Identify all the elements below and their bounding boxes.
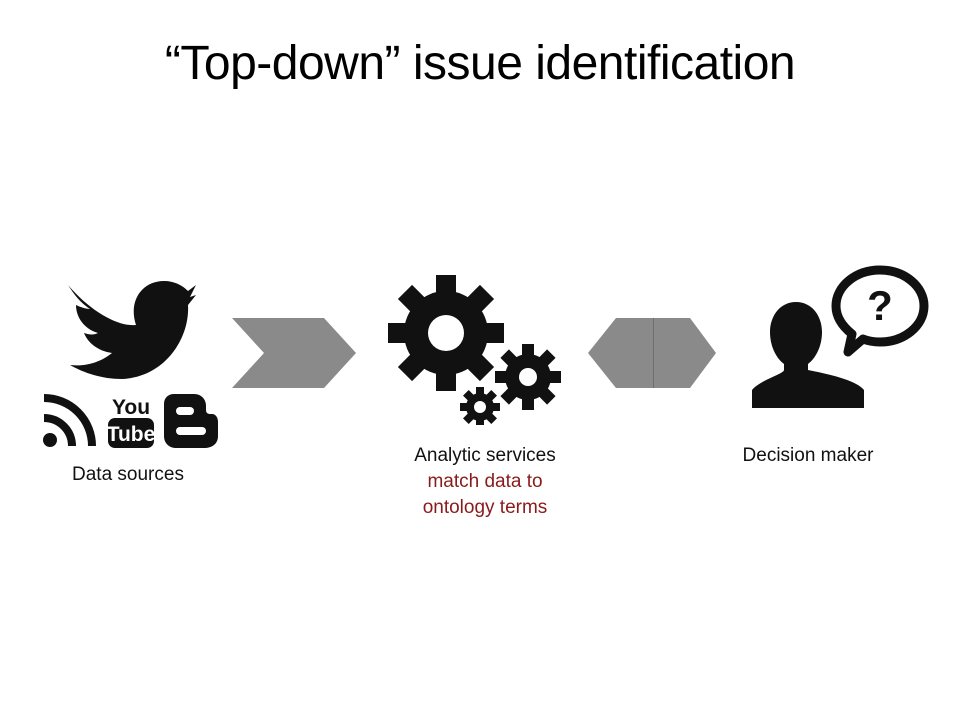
analytics-label: Analytic services [414, 445, 556, 466]
analytics-detail-line-2: ontology terms [422, 497, 548, 518]
youtube-logo-icon: You Tube [106, 392, 156, 450]
person-question-icon: ? [750, 262, 940, 412]
svg-text:Tube: Tube [107, 423, 156, 446]
analytics-detail-line-1: match data to [427, 471, 543, 492]
flow-arrow-right-icon [232, 318, 358, 388]
analytics-label-block: Analytic services match data to ontology… [380, 443, 590, 521]
page-title: “Top-down” issue identification [164, 37, 796, 90]
flow-arrow-bidirectional-icon [588, 318, 718, 388]
svg-text:You: You [112, 396, 150, 419]
blogger-logo-icon [162, 392, 220, 450]
data-sources-label: Data sources [72, 464, 184, 485]
rss-feed-icon [42, 392, 98, 448]
svg-text:?: ? [867, 282, 893, 329]
twitter-bird-icon [62, 275, 197, 385]
gears-icon [388, 275, 563, 425]
decision-maker-label: Decision maker [742, 445, 874, 466]
